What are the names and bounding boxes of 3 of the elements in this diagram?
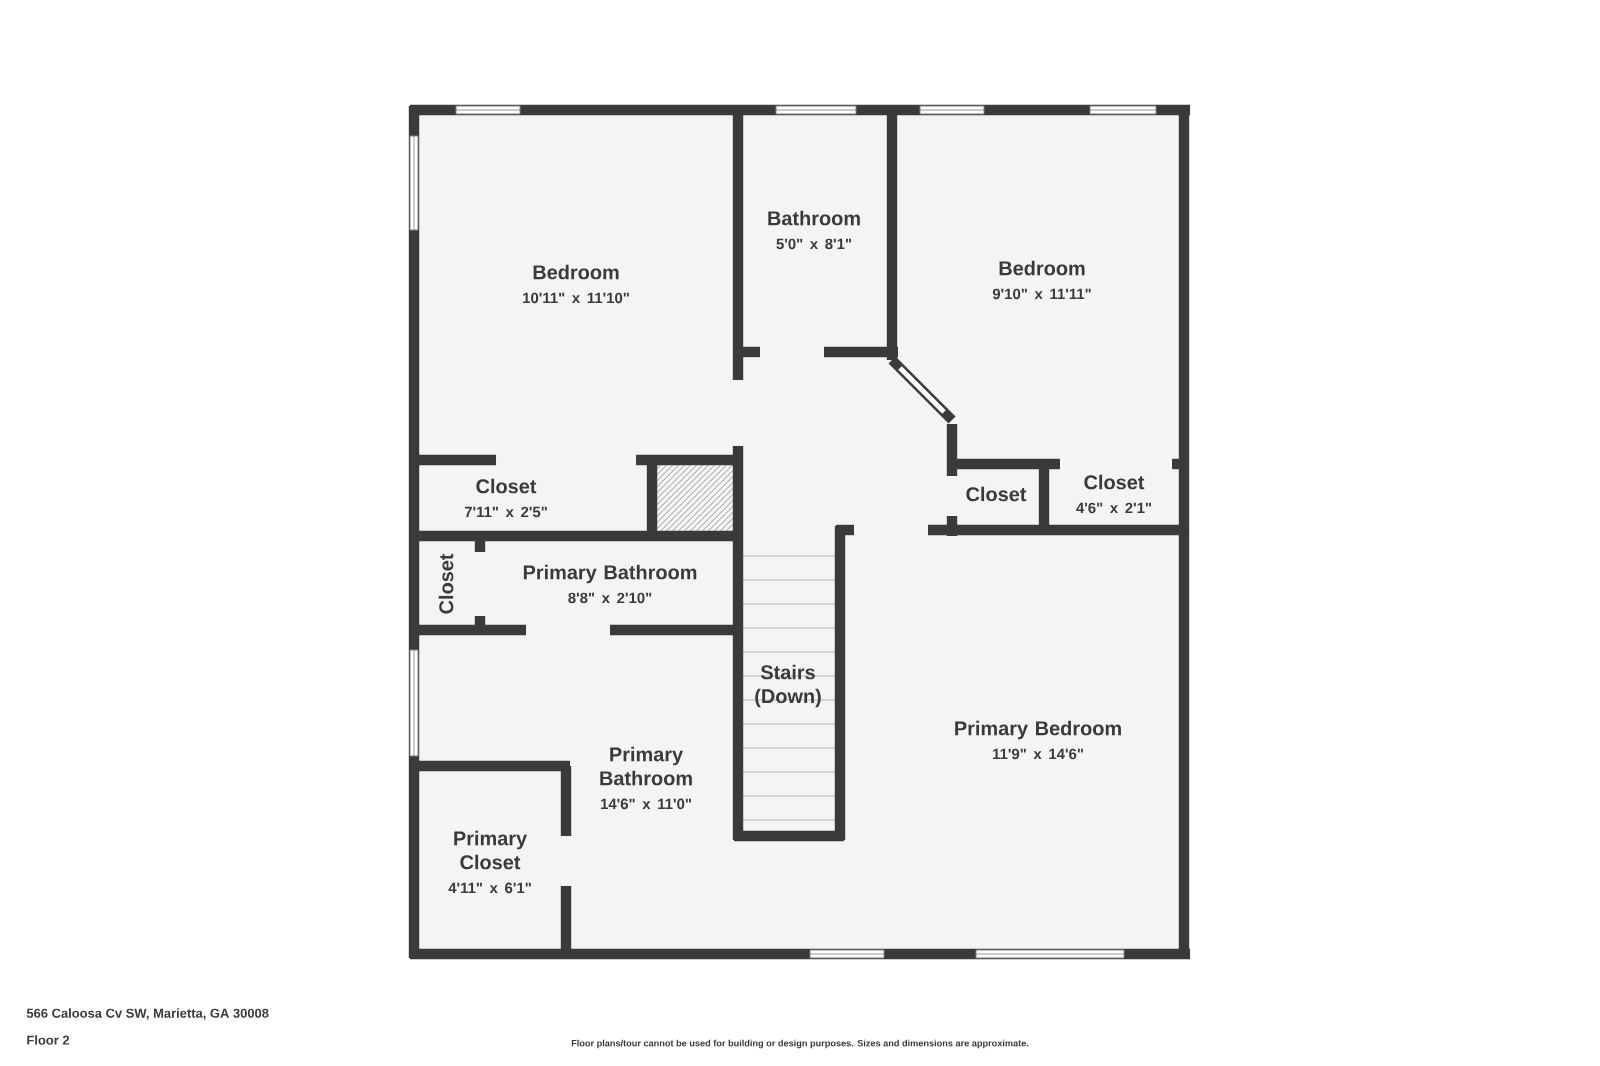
room-label: Closet [438, 553, 454, 614]
room-label: Stairs (Down) [755, 664, 821, 708]
room-label: Closet [966, 486, 1027, 502]
